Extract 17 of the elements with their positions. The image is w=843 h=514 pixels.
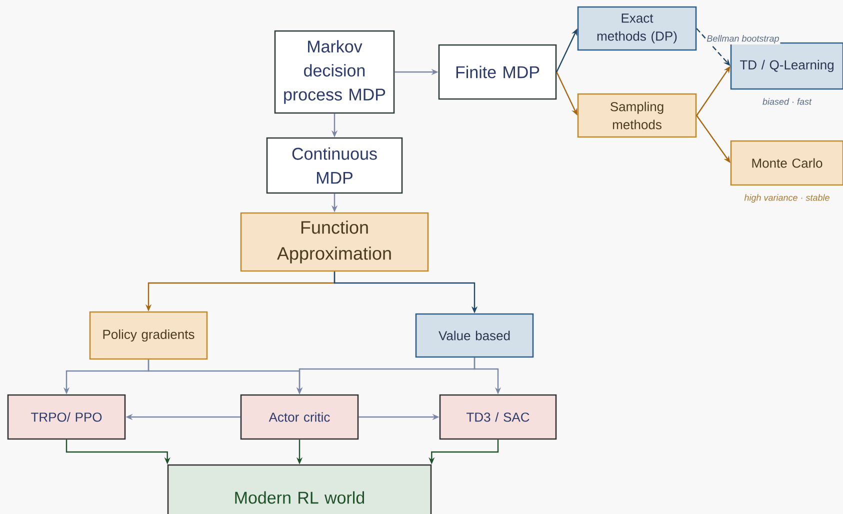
algorithm-box: TRPO/ PPO bbox=[7, 394, 126, 440]
method-box: Function Approximation bbox=[240, 212, 429, 272]
method-box: TD / Q-Learning bbox=[730, 42, 843, 90]
process-box: Markov decision process MDP bbox=[274, 30, 395, 114]
note-text: biased · fast bbox=[762, 98, 812, 105]
process-box: Finite MDP bbox=[438, 44, 557, 100]
algorithm-box: Actor critic bbox=[240, 394, 359, 440]
algorithm-box: TD3 / SAC bbox=[439, 394, 557, 440]
method-box: Sampling methods bbox=[577, 93, 697, 138]
process-box: Continuous MDP bbox=[266, 137, 403, 194]
edge-label: Bellman bootstrap bbox=[706, 34, 780, 44]
method-box: Exact methods (DP) bbox=[577, 6, 697, 51]
method-box: Policy gradients bbox=[89, 311, 208, 360]
method-box: Monte Carlo bbox=[730, 140, 843, 186]
result-box: Modern RL world bbox=[167, 464, 432, 514]
note-text: high variance · stable bbox=[744, 194, 830, 203]
method-box: Value based bbox=[415, 313, 534, 358]
